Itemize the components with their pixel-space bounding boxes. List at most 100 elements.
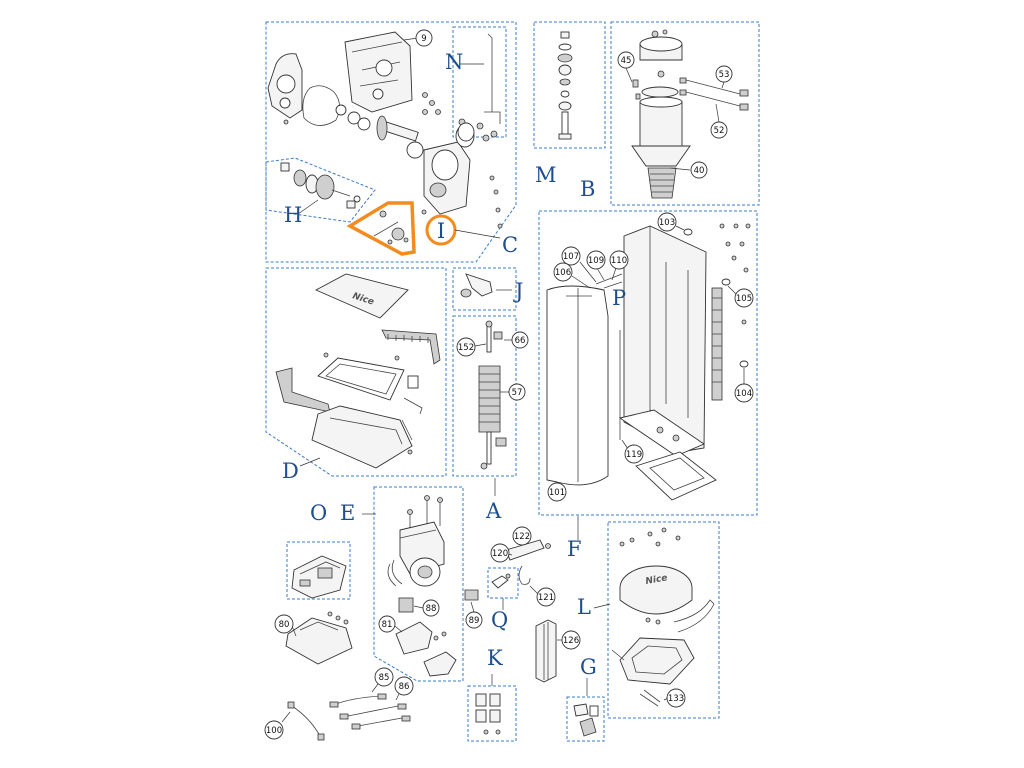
group-label-m: M (535, 163, 557, 187)
callout-53: 53 (715, 65, 733, 89)
part-number-107: 107 (563, 252, 579, 262)
lever-drawing (457, 33, 501, 142)
part-number-88: 88 (426, 604, 437, 614)
part-number-106: 106 (555, 268, 571, 278)
group-label-c: C (502, 233, 518, 257)
callout-107: 107 (561, 246, 597, 283)
spring-assembly-drawing (478, 320, 507, 496)
callout-104: 104 (734, 368, 754, 403)
callout-133: 133 (663, 688, 686, 708)
part-number-103: 103 (659, 218, 675, 228)
group-label-o: O (310, 501, 327, 525)
column-housing-drawing (546, 223, 751, 540)
callout-57: 57 (500, 383, 526, 401)
part-number-89: 89 (469, 616, 480, 626)
cover-parts-drawing: Nice (275, 273, 441, 469)
callout-45: 45 (617, 51, 635, 83)
group-label-n: N (445, 50, 463, 74)
part-number-9: 9 (421, 34, 426, 44)
fuse-holders-drawing (475, 674, 501, 735)
part-number-81: 81 (382, 620, 393, 630)
post-drawing (535, 619, 557, 683)
group-label-a: A (485, 499, 502, 523)
group-i-marker: I (425, 214, 457, 246)
part-number-121: 121 (538, 593, 554, 603)
callout-86: 86 (394, 676, 414, 701)
part-number-66: 66 (515, 336, 526, 346)
callout-89: 89 (465, 601, 483, 629)
group-e-box (373, 486, 464, 682)
part-number-85: 85 (379, 673, 390, 683)
encoder-parts-drawing (464, 539, 551, 610)
part-number-109: 109 (588, 256, 604, 266)
limit-switch-drawing (573, 678, 599, 737)
callout-9: 9 (403, 29, 433, 47)
group-f-box (538, 210, 758, 516)
part-number-110: 110 (611, 256, 627, 266)
base-logo: Nice (645, 573, 668, 587)
group-n-box (452, 26, 507, 138)
release-handle-drawing (460, 273, 512, 298)
group-label-q: Q (491, 608, 508, 632)
group-b-box (610, 21, 760, 206)
part-number-57: 57 (512, 388, 523, 398)
part-number-86: 86 (399, 682, 410, 692)
callout-106: 106 (553, 262, 591, 289)
part-number-126: 126 (563, 636, 579, 646)
callout-120: 120 (490, 543, 513, 563)
part-number-119: 119 (626, 450, 642, 460)
group-j-box (452, 267, 517, 311)
group-d-box (265, 267, 447, 477)
group-label-j: J (513, 279, 523, 303)
part-number-45: 45 (621, 56, 632, 66)
base-assembly-drawing: Nice (593, 527, 715, 707)
group-label-f: F (567, 537, 582, 561)
part-number-100: 100 (266, 726, 282, 736)
callout-105: 105 (727, 285, 754, 308)
callout-40: 40 (669, 161, 708, 179)
part-number-80: 80 (279, 620, 290, 630)
cable-set-drawing (287, 693, 411, 741)
callout-81: 81 (378, 615, 403, 633)
gearbox-housing-drawing (267, 31, 503, 229)
callout-121: 121 (529, 585, 556, 607)
part-number-105: 105 (736, 294, 752, 304)
callout-88: 88 (413, 599, 440, 617)
part-number-40: 40 (694, 166, 705, 176)
group-label-i: I (437, 219, 445, 243)
group-g-box (566, 696, 605, 742)
group-c-box (265, 21, 517, 263)
group-label-e: E (340, 501, 355, 525)
group-label-k: K (487, 646, 503, 670)
group-h-box (265, 157, 376, 223)
callout-66: 66 (504, 331, 529, 349)
part-number-120: 120 (492, 549, 508, 559)
group-label-h: H (284, 203, 302, 227)
part-number-122: 122 (514, 532, 530, 542)
part-number-133: 133 (668, 694, 684, 704)
callout-85: 85 (371, 667, 394, 693)
callout-80: 80 (274, 614, 297, 637)
callout-126: 126 (557, 630, 581, 650)
part-number-104: 104 (736, 389, 752, 399)
callout-100: 100 (264, 711, 291, 740)
group-m-box (533, 21, 606, 149)
group-label-b: B (580, 177, 595, 201)
callout-122: 122 (512, 526, 532, 546)
callout-152: 152 (456, 337, 487, 357)
callout-101: 101 (547, 482, 567, 502)
group-label-p: P (612, 286, 626, 310)
transformer-drawing (362, 495, 457, 677)
callout-110: 110 (609, 250, 629, 281)
callout-103: 103 (657, 212, 685, 232)
motor-drawing (631, 29, 749, 199)
group-label-g: G (580, 655, 597, 679)
gear-shaft-drawing (280, 162, 361, 215)
part-number-53: 53 (719, 70, 730, 80)
callout-109: 109 (586, 250, 606, 281)
control-board-drawing (285, 555, 353, 665)
group-k-box (467, 685, 517, 742)
group-l-box (607, 521, 720, 719)
callout-119: 119 (621, 439, 644, 464)
